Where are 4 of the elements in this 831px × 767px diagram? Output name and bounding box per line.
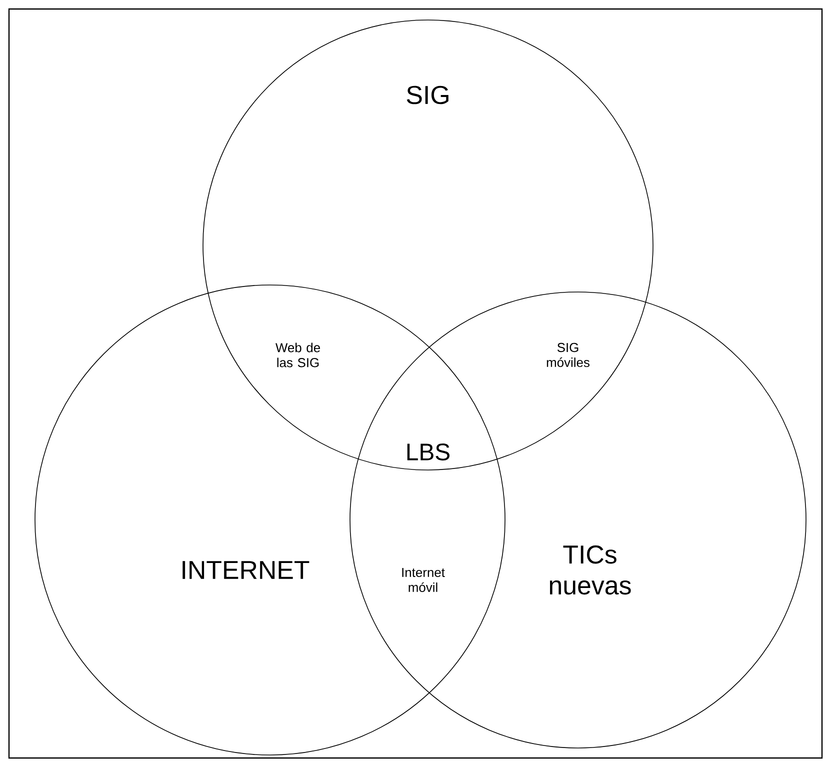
region-label: SIG móviles: [546, 342, 590, 368]
region-label: Internet móvil: [402, 568, 445, 592]
region-label: LBS: [407, 444, 450, 460]
region-label: Web de las SIG: [276, 342, 320, 368]
